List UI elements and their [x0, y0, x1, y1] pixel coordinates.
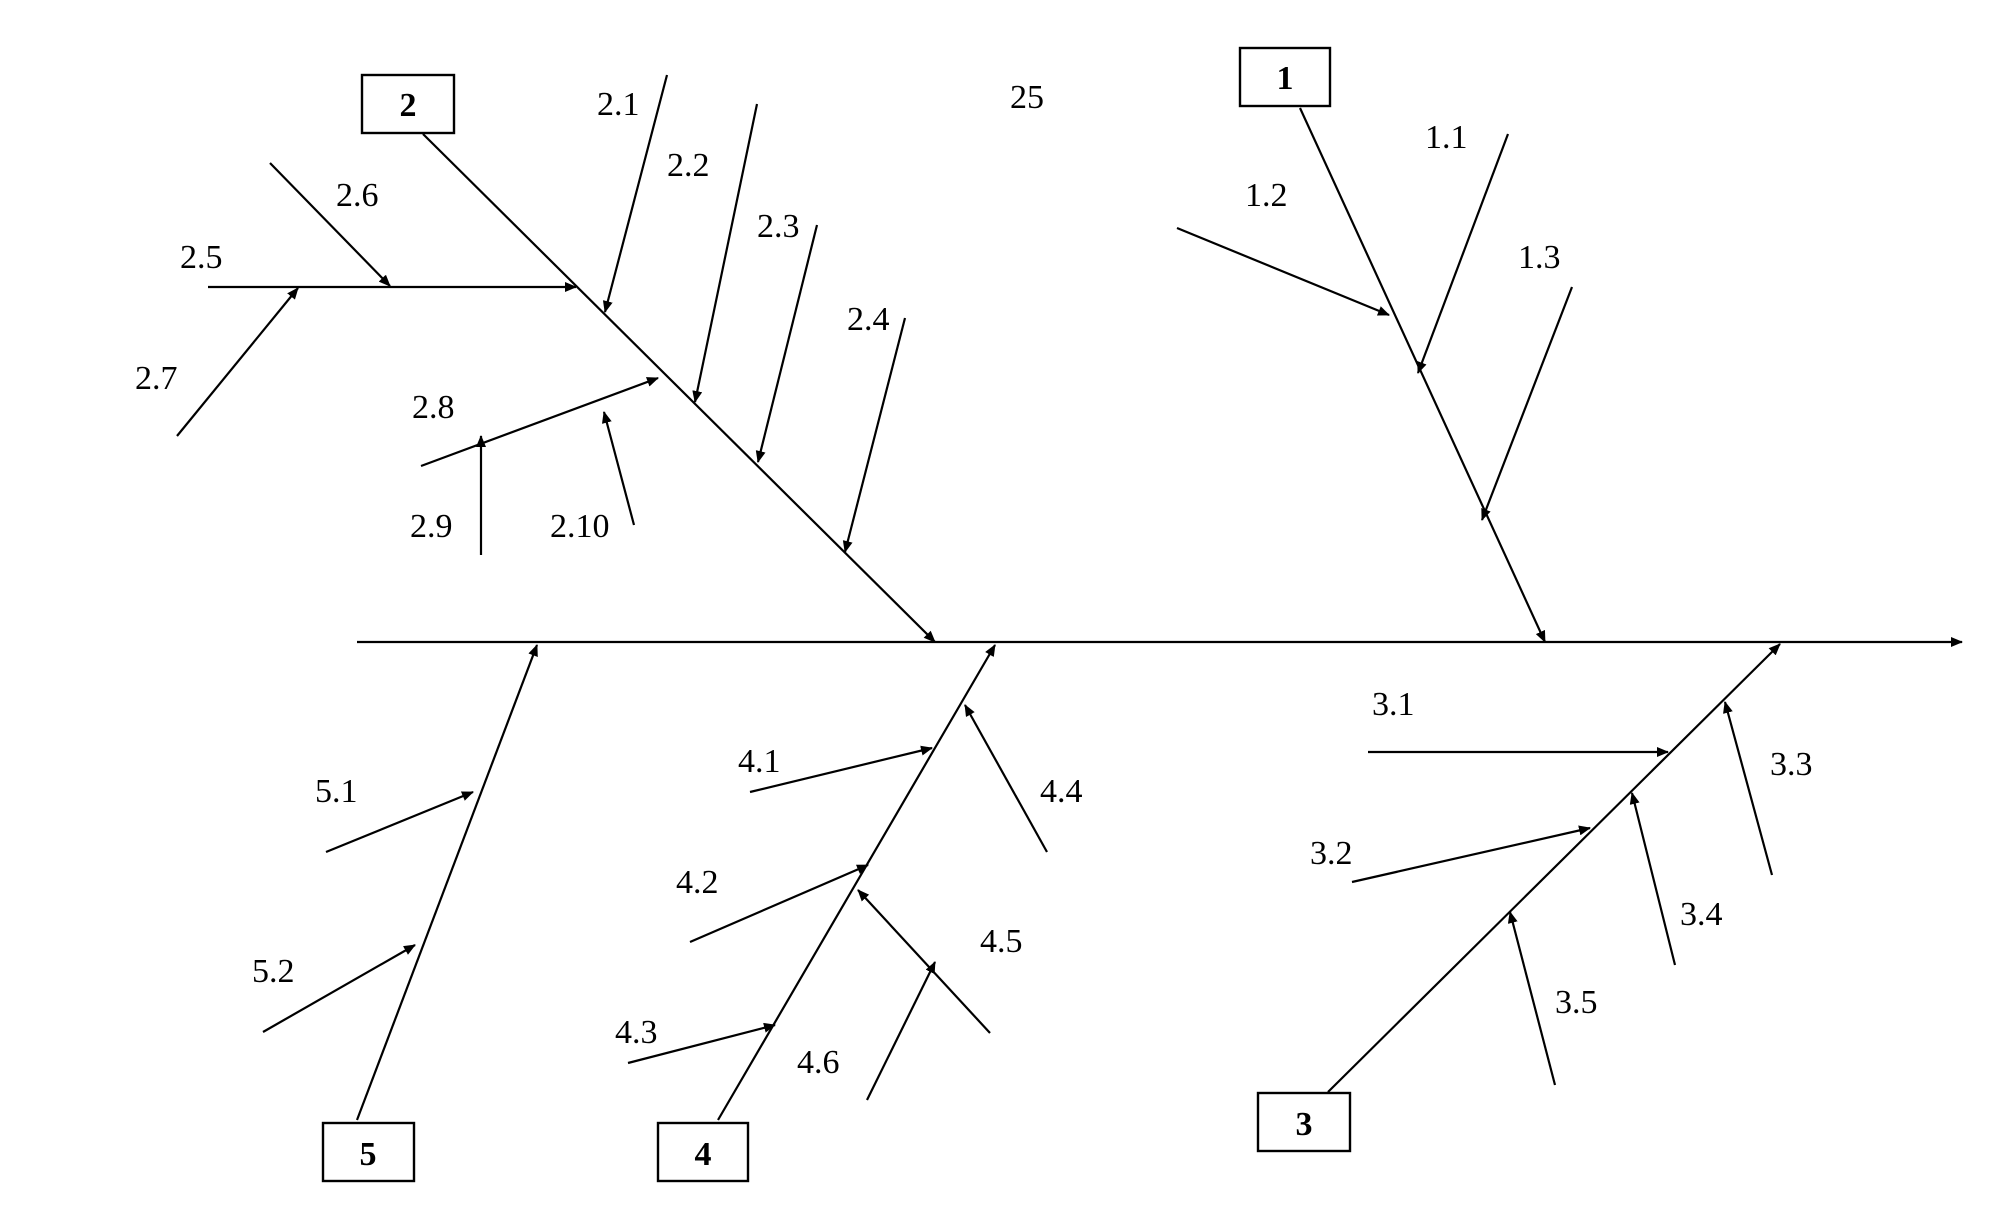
- bone-1: [1299, 107, 1546, 643]
- branch-3: 3 3.1 3.2 3.3 3.4 3.5: [1256, 643, 1813, 1153]
- cause-1-3-arrow: [1480, 286, 1574, 521]
- cause-4-1-label: 4.1: [738, 743, 781, 780]
- cause-2-3-arrow: [755, 224, 819, 463]
- cause-4-6-label: 4.6: [797, 1044, 840, 1081]
- cause-2-5-label: 2.5: [180, 239, 223, 276]
- cause-4-5-arrow: [857, 889, 991, 1034]
- cause-4-4-arrow: [964, 704, 1048, 853]
- cause-4-5-label: 4.5: [980, 923, 1023, 960]
- cause-2-6-label: 2.6: [336, 177, 379, 214]
- category-2-label: 2: [400, 87, 417, 124]
- cause-3-2-label: 3.2: [1310, 835, 1353, 872]
- cause-2-2-label: 2.2: [667, 147, 710, 184]
- cause-2-3-label: 2.3: [757, 208, 800, 245]
- cause-2-7-label: 2.7: [135, 360, 178, 397]
- cause-1-1-arrow: [1416, 133, 1510, 374]
- branch-4: 4 4.1 4.2 4.3 4.4 4.5 4.6: [615, 644, 1083, 1183]
- cause-3-2-arrow: [1351, 825, 1591, 884]
- cause-5-1-label: 5.1: [315, 773, 358, 810]
- cause-4-4-label: 4.4: [1040, 773, 1083, 810]
- cause-3-1-label: 3.1: [1372, 686, 1415, 723]
- cause-5-2-label: 5.2: [252, 953, 295, 990]
- cause-2-9-label: 2.9: [410, 508, 453, 545]
- cause-2-4-label: 2.4: [847, 301, 890, 338]
- category-4-box: [656, 1121, 750, 1183]
- category-1-box: [1238, 46, 1332, 108]
- cause-4-3-arrow: [627, 1022, 776, 1065]
- cause-4-2-label: 4.2: [676, 864, 719, 901]
- cause-5-2-arrow: [262, 944, 416, 1033]
- category-2-box: [360, 73, 456, 135]
- cause-1-2-label: 1.2: [1245, 177, 1288, 214]
- category-3-box: [1256, 1091, 1352, 1153]
- category-1-label: 1: [1277, 60, 1294, 97]
- bone-2: [422, 133, 936, 643]
- cause-2-8-arrow: [420, 376, 659, 468]
- cause-4-2-arrow: [689, 863, 869, 944]
- cause-5-1-arrow: [325, 790, 474, 854]
- bone-3: [1327, 643, 1781, 1093]
- cause-2-8-label: 2.8: [412, 389, 455, 426]
- cause-1-2-arrow: [1176, 226, 1390, 317]
- cause-2-1-arrow: [602, 74, 669, 313]
- cause-2-10-arrow: [601, 411, 636, 526]
- cause-2-4-arrow: [842, 317, 907, 553]
- category-5-label: 5: [360, 1136, 377, 1173]
- branch-1: 1 1.1 1.2 1.3: [1176, 46, 1574, 643]
- cause-3-4-label: 3.4: [1680, 896, 1723, 933]
- cause-4-6-arrow: [866, 961, 936, 1101]
- category-4-label: 4: [695, 1136, 712, 1173]
- branch-5: 5 5.1 5.2: [252, 644, 539, 1183]
- cause-2-1-label: 2.1: [597, 86, 640, 123]
- cause-2-7-arrow: [176, 287, 299, 437]
- bone-5: [355, 644, 539, 1121]
- cause-3-5-label: 3.5: [1555, 984, 1598, 1021]
- cause-2-6-arrow: [269, 162, 391, 287]
- branch-2: 2 2.1 2.2 2.3 2.4 2.5 2.6 2.7 2.8 2.9 2.…: [135, 73, 936, 643]
- category-3-label: 3: [1296, 1106, 1313, 1143]
- category-5-box: [321, 1121, 416, 1183]
- cause-1-3-label: 1.3: [1518, 239, 1561, 276]
- cause-3-3-label: 3.3: [1770, 746, 1813, 783]
- cause-2-2-arrow: [692, 103, 759, 403]
- cause-4-1-arrow: [749, 745, 933, 794]
- cause-1-1-label: 1.1: [1425, 119, 1468, 156]
- cause-3-5-arrow: [1507, 911, 1557, 1086]
- cause-2-10-label: 2.10: [550, 508, 610, 545]
- cause-3-4-arrow: [1629, 792, 1677, 966]
- bone-4: [717, 644, 996, 1121]
- cause-4-3-label: 4.3: [615, 1014, 658, 1051]
- cause-3-3-arrow: [1723, 701, 1774, 876]
- page-number: 25: [1010, 79, 1044, 116]
